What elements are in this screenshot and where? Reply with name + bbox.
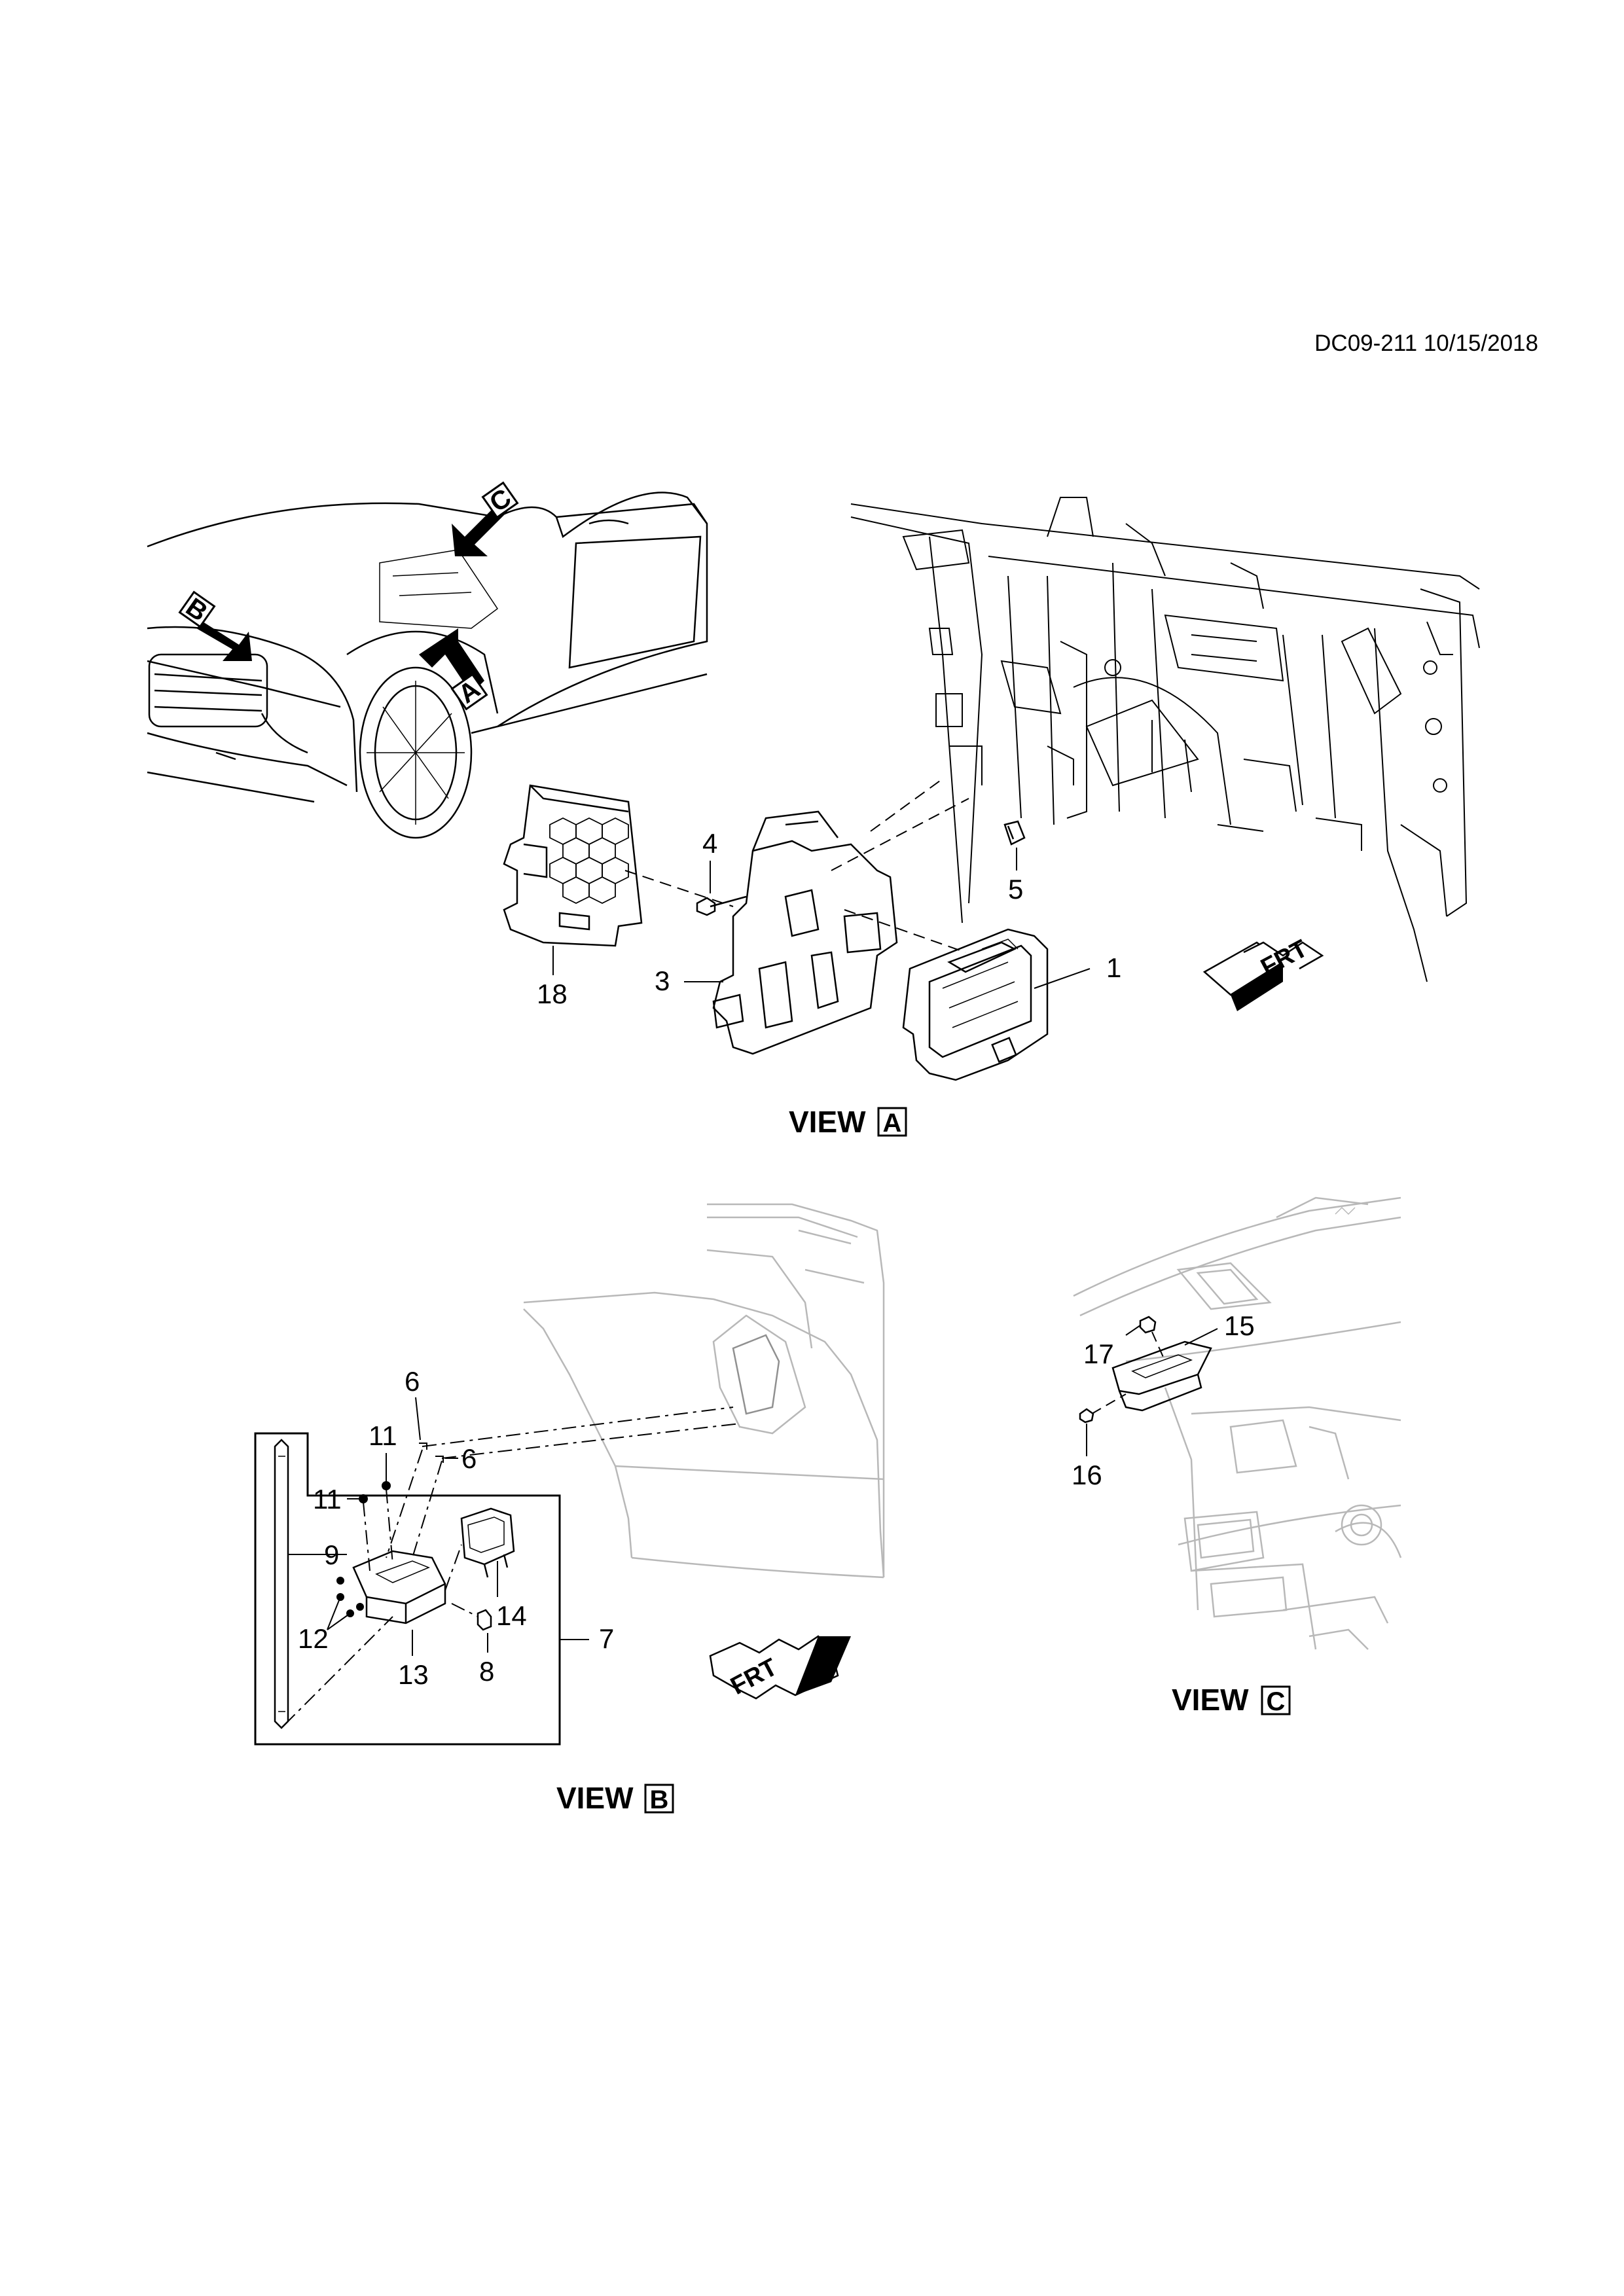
callout-8: 8 bbox=[479, 1656, 494, 1687]
part-18-module-bracket bbox=[503, 784, 643, 947]
callout-3: 3 bbox=[655, 965, 670, 996]
view-a-callouts: 1 3 4 5 18 bbox=[537, 828, 1121, 1009]
part-17-nut bbox=[1139, 1316, 1157, 1334]
vehicle-overview bbox=[147, 492, 708, 839]
view-c-dashboard-ghost bbox=[1073, 1196, 1402, 1650]
callout-15: 15 bbox=[1224, 1310, 1255, 1341]
view-b-title: VIEW B bbox=[556, 1781, 674, 1815]
instrument-panel-beam bbox=[850, 497, 1480, 982]
callout-4: 4 bbox=[702, 828, 717, 859]
view-b-bumper-ghost bbox=[523, 1203, 885, 1579]
view-c-dashed-leaders bbox=[1091, 1331, 1166, 1414]
callout-1: 1 bbox=[1106, 952, 1121, 983]
view-a-title: VIEW A bbox=[789, 1105, 907, 1139]
view-a-dashed-leaders bbox=[624, 778, 969, 953]
front-direction-marker-a: FRT bbox=[1202, 935, 1324, 1011]
small-fasteners-view-b bbox=[336, 1443, 444, 1617]
callout-14: 14 bbox=[496, 1600, 527, 1631]
callout-11-upper: 11 bbox=[369, 1420, 397, 1451]
view-c-leader-lines bbox=[1086, 1325, 1218, 1456]
part-4-bolt bbox=[696, 895, 747, 916]
callout-5: 5 bbox=[1008, 874, 1023, 905]
view-c-title-text: VIEW bbox=[1172, 1683, 1249, 1717]
front-direction-marker-b: FRT bbox=[709, 1635, 851, 1700]
view-b-dashed-leaders bbox=[284, 1407, 740, 1725]
arrow-label-b: B bbox=[181, 593, 213, 628]
view-c-letter: C bbox=[1267, 1687, 1286, 1716]
part-16-screw bbox=[1079, 1408, 1094, 1424]
callout-6-lower: 6 bbox=[461, 1443, 477, 1474]
view-c-callouts: 15 16 17 bbox=[1072, 1310, 1255, 1490]
callout-6-upper: 6 bbox=[405, 1366, 420, 1397]
part-15-module bbox=[1111, 1340, 1212, 1412]
callout-13: 13 bbox=[398, 1659, 429, 1690]
view-b-inset-box bbox=[254, 1432, 561, 1746]
part-3-bracket bbox=[712, 810, 898, 1055]
callout-11-left: 11 bbox=[313, 1484, 342, 1515]
part-9-strip bbox=[274, 1439, 289, 1729]
view-a-title-text: VIEW bbox=[789, 1105, 866, 1139]
view-arrow-c: C bbox=[452, 481, 519, 556]
part-8-fastener bbox=[477, 1609, 492, 1631]
part-5-clip bbox=[1003, 820, 1026, 846]
callout-7: 7 bbox=[599, 1623, 614, 1654]
view-a-letter: A bbox=[883, 1109, 902, 1138]
view-arrow-a: A bbox=[419, 628, 488, 711]
callout-17: 17 bbox=[1083, 1338, 1114, 1369]
callout-9: 9 bbox=[324, 1539, 339, 1570]
document-id-date: DC09-211 10/15/2018 bbox=[1314, 331, 1538, 356]
callout-18: 18 bbox=[537, 978, 568, 1009]
view-b-callouts: 6 6 7 8 9 11 11 12 13 14 bbox=[298, 1366, 614, 1690]
part-1-control-module bbox=[902, 928, 1049, 1081]
view-c-title: VIEW C bbox=[1172, 1683, 1291, 1717]
view-a-leader-lines bbox=[552, 848, 1091, 989]
view-arrow-b: B bbox=[178, 590, 252, 661]
view-b-title-text: VIEW bbox=[556, 1781, 634, 1815]
callout-16: 16 bbox=[1072, 1460, 1102, 1490]
view-b-leader-lines bbox=[288, 1397, 589, 1656]
part-14-connector bbox=[460, 1507, 515, 1578]
part-13-switch bbox=[352, 1550, 446, 1624]
callout-12: 12 bbox=[298, 1623, 329, 1654]
view-b-letter: B bbox=[650, 1785, 669, 1814]
